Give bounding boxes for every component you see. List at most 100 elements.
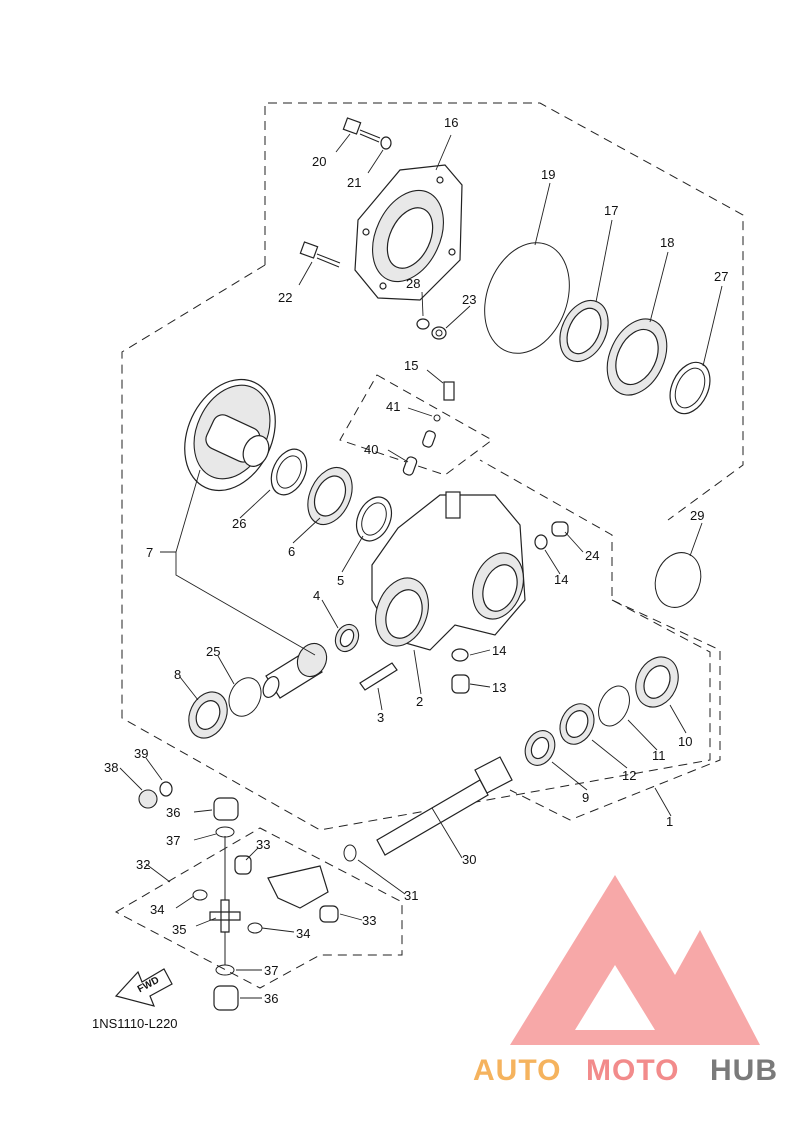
watermark-text-hub: HUB: [710, 1054, 778, 1087]
callout-35: 35: [172, 922, 186, 937]
callout-18: 18: [660, 235, 674, 250]
callout-12: 12: [622, 768, 636, 783]
callout-21: 21: [347, 175, 361, 190]
callout-28: 28: [406, 276, 420, 291]
callout-5: 5: [337, 573, 344, 588]
callout-39: 39: [134, 746, 148, 761]
callout-29: 29: [690, 508, 704, 523]
callout-22: 22: [278, 290, 292, 305]
callout-33-lower: 33: [362, 913, 376, 928]
callout-11: 11: [652, 748, 666, 763]
oil-seal-17: [559, 299, 609, 363]
callout-37-lower: 37: [264, 963, 278, 978]
bearing-36a: [213, 797, 239, 821]
o-ring-19: [484, 242, 570, 354]
drain-plug-13: [451, 674, 470, 694]
callout-7: 7: [146, 545, 153, 560]
callout-27: 27: [714, 269, 728, 284]
washer-14b: [451, 648, 469, 662]
drive-shaft-30: [376, 756, 513, 856]
callout-13: 13: [492, 680, 506, 695]
washer-39: [159, 781, 173, 797]
nut-10: [635, 656, 679, 708]
clip-41: [433, 414, 441, 422]
callout-25: 25: [206, 644, 220, 659]
callout-14-lower: 14: [492, 643, 506, 658]
callout-36-lower: 36: [264, 991, 278, 1006]
stud-bolt-3: [359, 662, 398, 691]
oil-seal-5: [355, 496, 393, 542]
breather-pipe-15: [443, 381, 455, 401]
bearing-36b: [213, 985, 239, 1011]
o-ring-11: [598, 685, 630, 727]
callout-3: 3: [377, 710, 384, 725]
washer-21: [380, 136, 392, 150]
fwd-arrow-icon: FWD: [114, 968, 173, 1007]
circlip-37b: [215, 964, 235, 976]
bolt-22: [299, 241, 341, 268]
callout-8: 8: [174, 667, 181, 682]
bearing-18: [606, 318, 668, 396]
yoke: [267, 865, 329, 909]
callout-19: 19: [541, 167, 555, 182]
callout-9: 9: [582, 790, 589, 805]
callout-34-right: 34: [296, 926, 310, 941]
boundary-universal-joint: [114, 827, 403, 989]
callout-32: 32: [136, 857, 150, 872]
callout-41: 41: [386, 399, 400, 414]
circlip-31: [343, 844, 357, 862]
callout-26: 26: [232, 516, 246, 531]
oil-seal-12: [559, 703, 595, 745]
callout-16: 16: [444, 115, 458, 130]
watermark-text-moto: MOTO: [586, 1054, 679, 1087]
shim-27: [669, 361, 711, 415]
washer-14a: [534, 534, 548, 550]
shim-26: [270, 448, 308, 496]
callout-2: 2: [416, 694, 423, 709]
bearing-9: [524, 730, 556, 766]
leader-lines: [119, 133, 723, 999]
bearing-33a: [234, 855, 252, 875]
washer-28: [416, 318, 430, 330]
callout-10: 10: [678, 734, 692, 749]
callout-15: 15: [404, 358, 418, 373]
bearing-4: [334, 623, 360, 653]
dowel-40b: [402, 456, 418, 476]
ring-gear-7: [184, 378, 276, 492]
callout-23: 23: [462, 292, 476, 307]
final-gear-case-2: [371, 491, 526, 651]
group-boundaries: [114, 102, 744, 989]
boundary-housing-cover: [264, 102, 744, 521]
callout-37-upper: 37: [166, 833, 180, 848]
diagram-code: 1NS1110-L220: [92, 1016, 178, 1031]
o-ring-25: [228, 677, 262, 717]
bearing-8: [188, 691, 228, 739]
callout-36-upper: 36: [166, 805, 180, 820]
callout-1: 1: [666, 814, 673, 829]
plug-23: [431, 326, 447, 340]
watermark-text-auto: AUTO: [473, 1054, 561, 1087]
bearing-33b: [319, 905, 339, 923]
gear-case-cover: [354, 164, 463, 301]
callout-24: 24: [585, 548, 599, 563]
callout-33-upper: 33: [256, 837, 270, 852]
parts: FWD: [114, 117, 711, 1011]
callout-40: 40: [364, 442, 378, 457]
spider-35: [209, 899, 241, 933]
callout-38: 38: [104, 760, 118, 775]
circlip-37a: [215, 826, 235, 838]
callout-17: 17: [604, 203, 618, 218]
boundary-front-shaft: [509, 599, 721, 821]
circlip-34b: [247, 922, 263, 934]
nut-38: [138, 789, 158, 809]
watermark-logo: AUTO MOTO HUB: [473, 875, 778, 1087]
o-ring-29: [654, 552, 702, 608]
callout-4: 4: [313, 588, 320, 603]
callout-14-upper: 14: [554, 572, 568, 587]
boundary-main-assembly: [121, 264, 711, 831]
dowel-40a: [422, 430, 436, 448]
callout-31: 31: [404, 888, 418, 903]
bolt-20: [342, 117, 381, 143]
circlip-34a: [192, 889, 208, 901]
